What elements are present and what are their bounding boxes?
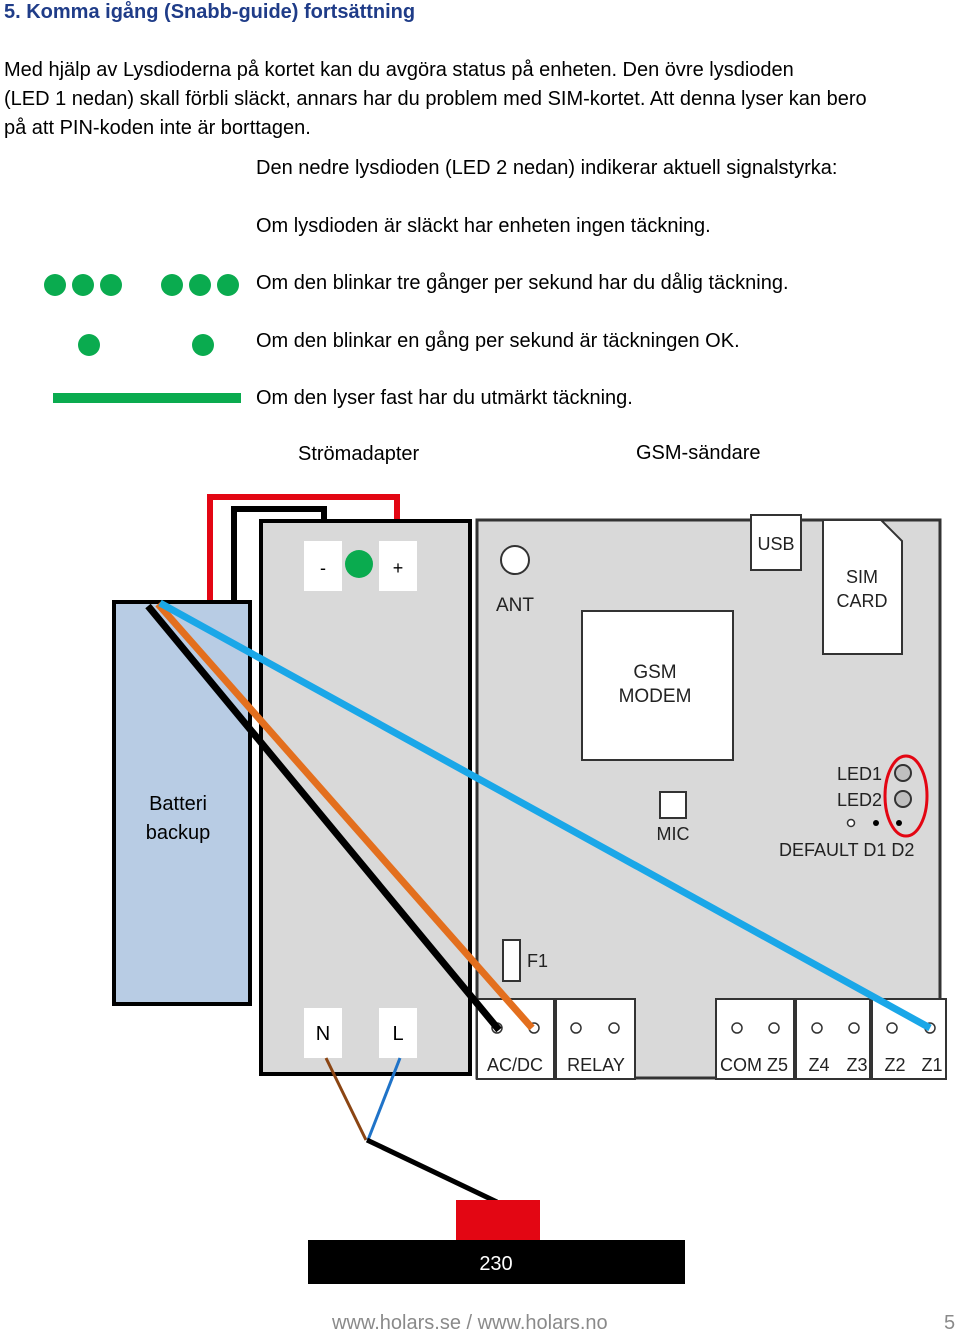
legend-off: Om lysdioden är släckt har enheten ingen… [256, 215, 711, 237]
terminal-screw-icon [811, 1022, 823, 1034]
terminal-screw-icon [731, 1022, 743, 1034]
brown-mains-wire [324, 1057, 368, 1141]
gsm-modem-label-line1: GSM [633, 662, 676, 683]
mains-socket [308, 1240, 685, 1284]
z3-label: Z3 [846, 1055, 867, 1075]
default-d1-d2-label: DEFAULT D1 D2 [779, 840, 914, 860]
red-plus-wire [207, 494, 400, 602]
blue-wire [158, 599, 932, 1032]
battery-label-line2: backup [146, 822, 211, 844]
gsm-modem-label-line2: MODEM [619, 686, 692, 707]
page-number: 5 [944, 1312, 956, 1334]
microphone-icon [659, 791, 687, 819]
d2-jumper-icon [896, 820, 902, 826]
orange-wire [155, 601, 535, 1031]
black-wire [145, 603, 502, 1033]
adapter-led-icon [345, 550, 373, 578]
led-dot-icon [78, 334, 100, 356]
legend-slow-blink: Om den blinkar en gång per sekund är täc… [256, 330, 740, 352]
f1-label: F1 [527, 951, 548, 971]
solid-led-bar [53, 393, 241, 403]
led2-label: LED2 [837, 790, 882, 810]
terminal-screw-icon [570, 1022, 582, 1034]
z4-z3-terminal-block [795, 998, 871, 1080]
terminal-screw-icon [768, 1022, 780, 1034]
usb-label: USB [757, 534, 794, 554]
led-dot-icon [161, 274, 183, 296]
mic-label: MIC [657, 824, 690, 844]
z4-label: Z4 [808, 1055, 829, 1075]
plus-label: + [393, 558, 404, 578]
legend-intro: Den nedre lysdioden (LED 2 nedan) indike… [256, 157, 838, 179]
z2-z1-terminal-block [871, 998, 947, 1080]
power-adapter-box [259, 519, 472, 1076]
relay-label: RELAY [567, 1055, 625, 1075]
sim-label-line1: SIM [846, 567, 878, 587]
led-dot-icon [189, 274, 211, 296]
plus-terminal [379, 541, 417, 591]
legend-solid: Om den lyser fast har du utmärkt täcknin… [256, 387, 633, 409]
minus-terminal [304, 541, 342, 591]
default-jumper-icon [846, 818, 856, 828]
n-terminal [304, 1008, 342, 1058]
com-z5-terminal-block [715, 998, 795, 1080]
sim-label-line2: CARD [836, 591, 887, 611]
footer-url: www.holars.se / www.holars.no [332, 1312, 608, 1334]
led-dot-icon [100, 274, 122, 296]
power-adapter-label: Strömadapter [298, 443, 420, 465]
led1-icon [894, 764, 912, 782]
section-heading: 5. Komma igång (Snabb-guide) fortsättnin… [4, 1, 416, 23]
led-highlight-circle [883, 754, 929, 838]
relay-terminal-block [555, 998, 636, 1080]
gsm-sender-label: GSM-sändare [636, 442, 761, 464]
n-label: N [316, 1023, 330, 1045]
led2-icon [894, 790, 912, 808]
z2-label: Z2 [884, 1055, 905, 1075]
led-dot-icon [72, 274, 94, 296]
intro-line-1: Med hjälp av Lysdioderna på kortet kan d… [4, 59, 794, 81]
intro-line-3: på att PIN-koden inte är borttagen. [4, 117, 311, 139]
mains-plug [456, 1200, 540, 1242]
blue-mains-wire [366, 1057, 402, 1141]
led1-label: LED1 [837, 764, 882, 784]
ant-label: ANT [496, 595, 534, 616]
led-dot-icon [217, 274, 239, 296]
terminal-screw-icon [886, 1022, 898, 1034]
usb-port [750, 514, 802, 571]
intro-line-2: (LED 1 nedan) skall förbli släckt, annar… [4, 88, 867, 110]
intro-paragraph: Med hjälp av Lysdioderna på kortet kan d… [4, 56, 954, 143]
com-z5-label: COM Z5 [720, 1055, 788, 1075]
acdc-label: AC/DC [487, 1055, 543, 1075]
battery-backup-box [112, 600, 252, 1006]
fuse-f1 [502, 939, 521, 982]
l-label: L [392, 1023, 403, 1045]
led-dot-icon [192, 334, 214, 356]
legend-fast-blink: Om den blinkar tre gånger per sekund har… [256, 272, 789, 294]
terminal-screw-icon [848, 1022, 860, 1034]
antenna-connector-icon [500, 545, 530, 575]
led-dot-icon [44, 274, 66, 296]
battery-label-line1: Batteri [149, 793, 207, 815]
gsm-modem-chip [581, 610, 734, 761]
l-terminal [379, 1008, 417, 1058]
mains-voltage-label: 230 [479, 1253, 512, 1275]
z1-label: Z1 [921, 1055, 942, 1075]
terminal-screw-icon [608, 1022, 620, 1034]
sim-card-slot [822, 519, 903, 655]
mains-cable [365, 1137, 499, 1205]
minus-label: - [320, 558, 326, 578]
d1-jumper-icon [873, 820, 879, 826]
